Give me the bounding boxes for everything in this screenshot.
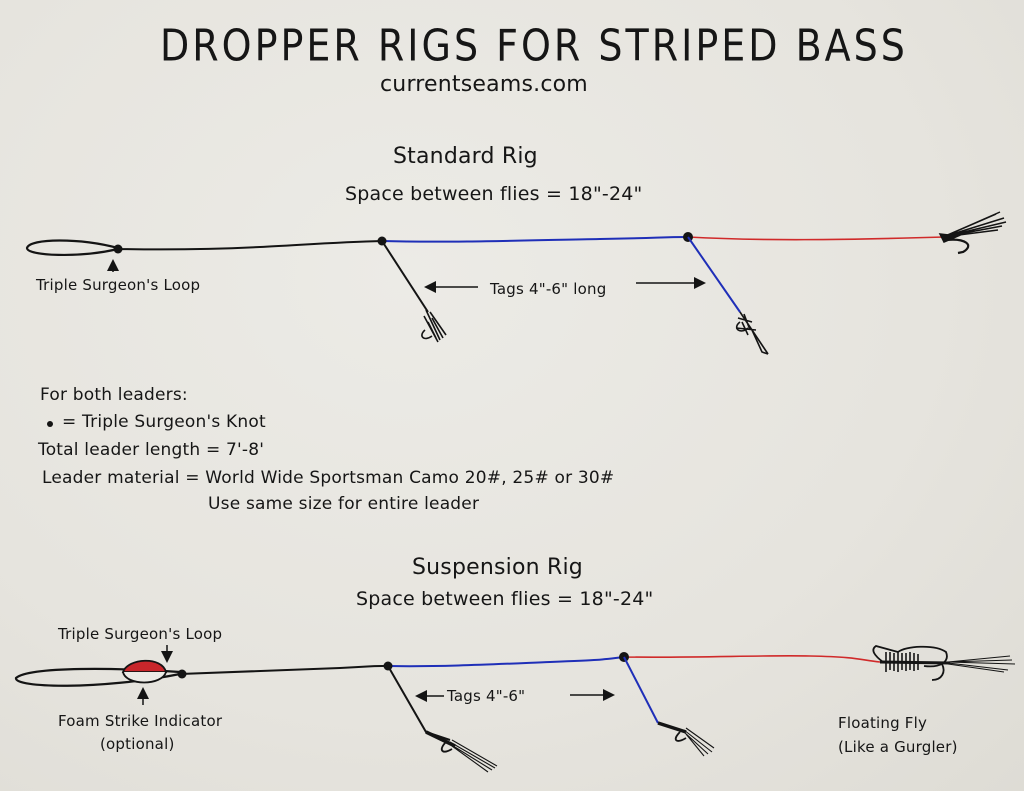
suspension-tag-1 — [387, 665, 451, 741]
suspension-tags-label: Tags 4"-6" — [447, 687, 526, 705]
standard-rig-spacing: Space between flies = 18"-24" — [345, 183, 643, 205]
suspension-tippet-line — [623, 654, 881, 663]
standard-tag-1 — [381, 240, 429, 313]
knot-legend-dot — [47, 421, 53, 427]
leader-length-text: Total leader length = 7'-8' — [38, 440, 265, 460]
standard-loop-label: Triple Surgeon's Loop — [36, 276, 201, 294]
suspension-rig-diagram — [14, 645, 1016, 773]
suspension-dropper-fly-2 — [657, 721, 715, 757]
indicator-note: (optional) — [100, 735, 175, 753]
suspension-loop-knot — [177, 669, 187, 679]
notes-heading: For both leaders: — [40, 385, 188, 405]
standard-loop-knot — [113, 244, 123, 254]
leader-material-text: Leader material = World Wide Sportsman C… — [42, 468, 615, 488]
suspension-rig-spacing: Space between flies = 18"-24" — [356, 588, 654, 610]
suspension-tag-2 — [623, 656, 659, 724]
standard-dropper-fly-1 — [421, 309, 447, 343]
suspension-loop — [14, 667, 181, 687]
standard-dropper-fly-2 — [735, 311, 769, 355]
suspension-middle-line — [387, 656, 625, 668]
floating-fly-gurgler — [872, 645, 1016, 681]
suspension-loop-label: Triple Surgeon's Loop — [58, 625, 223, 643]
standard-point-fly — [938, 211, 1007, 255]
website-label: currentseams.com — [380, 72, 588, 97]
standard-loop — [25, 239, 119, 257]
indicator-label: Foam Strike Indicator — [58, 712, 223, 730]
standard-tags-label: Tags 4"-6" long — [490, 280, 607, 298]
floating-fly-label: Floating Fly — [838, 714, 928, 732]
standard-middle-line — [381, 236, 689, 243]
foam-strike-indicator — [121, 659, 168, 684]
standard-rig-diagram — [25, 211, 1007, 355]
floating-fly-note: (Like a Gurgler) — [838, 738, 958, 756]
page-title: DROPPER RIGS FOR STRIPED BASS — [160, 20, 908, 71]
standard-tippet-line — [687, 236, 946, 241]
suspension-butt-line — [179, 665, 389, 675]
standard-rig-heading: Standard Rig — [393, 144, 538, 169]
leader-material-note: Use same size for entire leader — [208, 494, 480, 514]
standard-butt-line — [117, 240, 383, 251]
standard-tag-2 — [687, 236, 741, 313]
suspension-rig-heading: Suspension Rig — [412, 555, 583, 580]
knot-legend-text: = Triple Surgeon's Knot — [62, 412, 266, 432]
suspension-dropper-fly-1 — [425, 730, 498, 773]
